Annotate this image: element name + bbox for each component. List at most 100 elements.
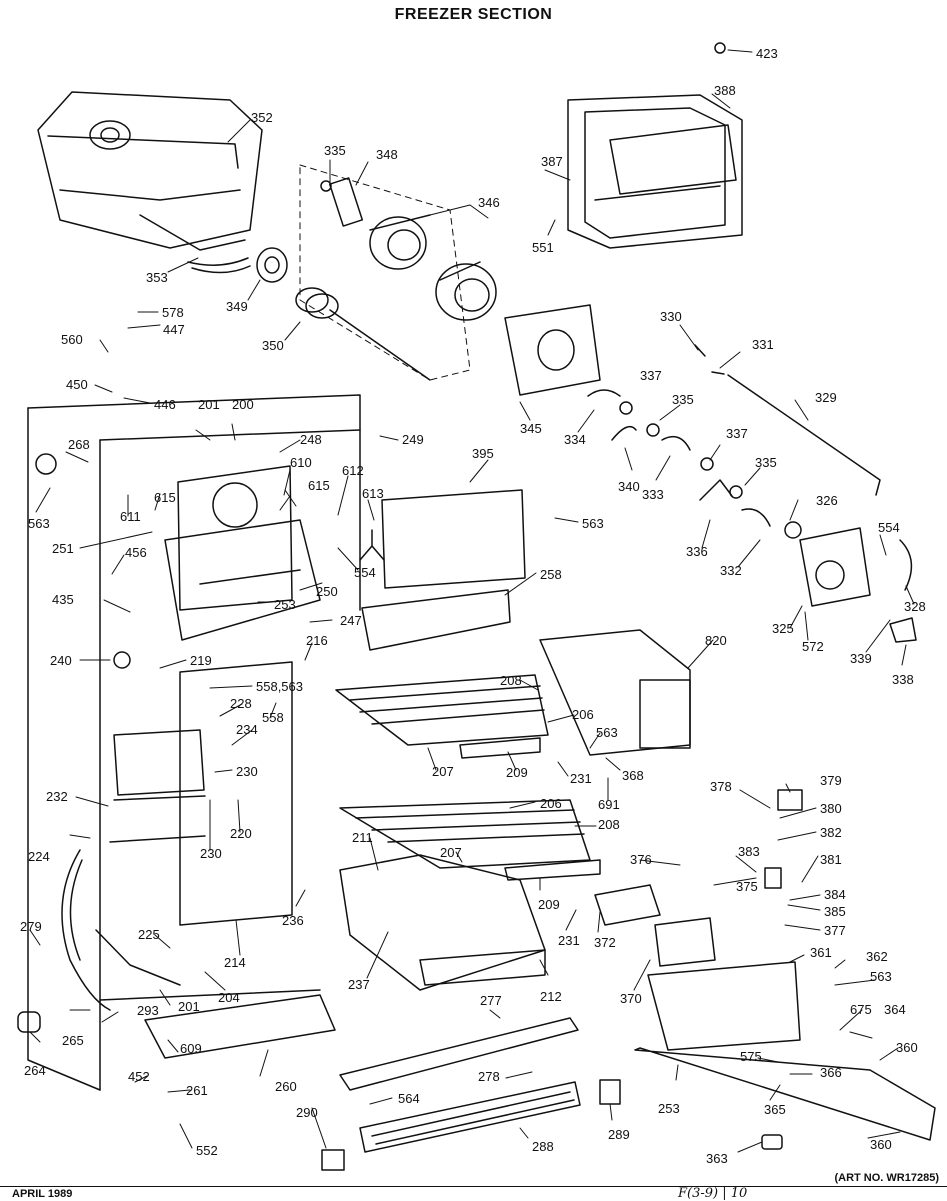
part-label: 234 (236, 722, 258, 737)
part-label: 261 (186, 1083, 208, 1098)
part-label: 333 (642, 487, 664, 502)
part-label: 237 (348, 977, 370, 992)
part-label: 228 (230, 696, 252, 711)
part-label: 378 (710, 779, 732, 794)
part-label: 675 (850, 1002, 872, 1017)
auger-coil (295, 287, 431, 381)
motor-370 (654, 917, 716, 967)
part-label: 289 (608, 1127, 630, 1142)
auger-bearing (256, 247, 288, 283)
page-title: FREEZER SECTION (394, 6, 553, 23)
part-label: 563 (28, 516, 50, 531)
part-label: 552 (196, 1143, 218, 1158)
part-label: 551 (532, 240, 554, 255)
part-label: 201 (178, 999, 200, 1014)
part-label: 384 (824, 887, 846, 902)
part-label: 435 (52, 592, 74, 607)
part-label: 388 (714, 83, 736, 98)
part-label: 335 (672, 392, 694, 407)
part-label: 236 (282, 913, 304, 928)
part-label: 554 (354, 565, 376, 580)
fan-bracket (164, 465, 321, 641)
part-label: 575 (740, 1049, 762, 1064)
part-label: 554 (878, 520, 900, 535)
part-label: 447 (163, 322, 185, 337)
part-label: 615 (154, 490, 176, 505)
footer-handwritten-note: F(3-9) | 10 (678, 1186, 748, 1201)
part-label: 360 (870, 1137, 892, 1152)
part-label: 337 (726, 426, 748, 441)
motor-housing (799, 527, 917, 643)
part-label: 216 (306, 633, 328, 648)
part-label: 362 (866, 949, 888, 964)
drain-pan (144, 994, 336, 1059)
part-290 (321, 1149, 345, 1171)
part-label: 208 (500, 673, 522, 688)
part-label: 328 (904, 599, 926, 614)
crusher-drums (369, 214, 497, 321)
part-label: 251 (52, 541, 74, 556)
part-label: 385 (824, 904, 846, 919)
fan-blade (359, 529, 385, 561)
part-label: 293 (137, 1003, 159, 1018)
part-label: 610 (290, 455, 312, 470)
tube-225 (95, 929, 181, 986)
art-number: (ART NO. WR17285) (834, 1172, 939, 1184)
part-label: 348 (376, 147, 398, 162)
part-label: 248 (300, 432, 322, 447)
evaporator-cover (381, 489, 526, 589)
part-label: 337 (640, 368, 662, 383)
part-label: 265 (62, 1033, 84, 1048)
part-label: 206 (540, 796, 562, 811)
auger-spring (187, 257, 251, 274)
part-label: 377 (824, 923, 846, 938)
part-label: 368 (622, 768, 644, 783)
part-289 (599, 1079, 621, 1105)
part-label: 231 (558, 933, 580, 948)
part-379 (777, 789, 803, 811)
ice-maker (539, 629, 691, 756)
part-label: 691 (598, 797, 620, 812)
part-label: 379 (820, 773, 842, 788)
part-label: 364 (884, 1002, 906, 1017)
shelf-front-lower (504, 859, 601, 881)
part-label: 564 (398, 1091, 420, 1106)
part-label: 563 (582, 516, 604, 531)
part-label: 611 (120, 509, 141, 524)
part-label: 558,563 (256, 679, 303, 694)
dispenser-door (567, 94, 743, 249)
evaporator (109, 661, 293, 926)
bracket-372 (594, 884, 661, 926)
part-label: 230 (236, 764, 258, 779)
part-label: 253 (274, 597, 296, 612)
part-label: 820 (705, 633, 727, 648)
part-label: 340 (618, 479, 640, 494)
part-label: 578 (162, 305, 184, 320)
part-label: 383 (738, 844, 760, 859)
part-label: 207 (440, 845, 462, 860)
part-label: 209 (538, 897, 560, 912)
part-label: 452 (128, 1069, 150, 1084)
drain-tube (61, 849, 111, 1011)
part-label: 612 (342, 463, 364, 478)
wire-shelf-lower (339, 799, 591, 869)
air-duct (361, 589, 511, 651)
part-240 (113, 651, 131, 669)
part-label: 334 (564, 432, 586, 447)
part-label: 219 (190, 653, 212, 668)
part-label: 206 (572, 707, 594, 722)
chute-plate (504, 304, 601, 396)
part-label: 250 (316, 584, 338, 599)
part-label: 345 (520, 421, 542, 436)
part-label: 352 (251, 110, 273, 125)
part-label: 200 (232, 397, 254, 412)
part-label: 330 (660, 309, 682, 324)
part-label: 247 (340, 613, 362, 628)
part-label: 395 (472, 446, 494, 461)
part-label: 207 (432, 764, 454, 779)
part-label: 563 (596, 725, 618, 740)
part-label: 253 (658, 1101, 680, 1116)
toe-grille (359, 1081, 581, 1153)
part-label: 204 (218, 990, 240, 1005)
